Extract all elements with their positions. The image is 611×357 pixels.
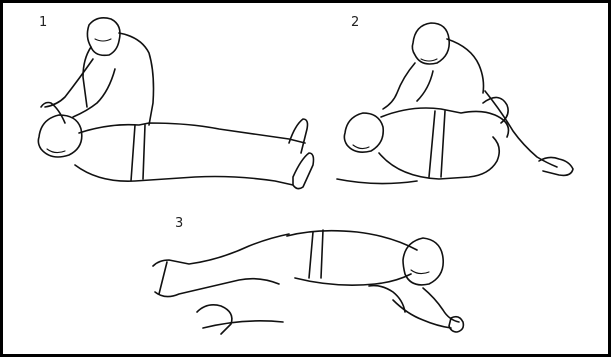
step-3-illustration-icon [143, 208, 473, 348]
step-2-panel: 2 [333, 3, 608, 198]
step-3-panel: 3 [143, 208, 473, 348]
step-1-panel: 1 [3, 3, 323, 198]
step-1-illustration-icon [3, 3, 323, 198]
step-2-illustration-icon [333, 3, 608, 198]
